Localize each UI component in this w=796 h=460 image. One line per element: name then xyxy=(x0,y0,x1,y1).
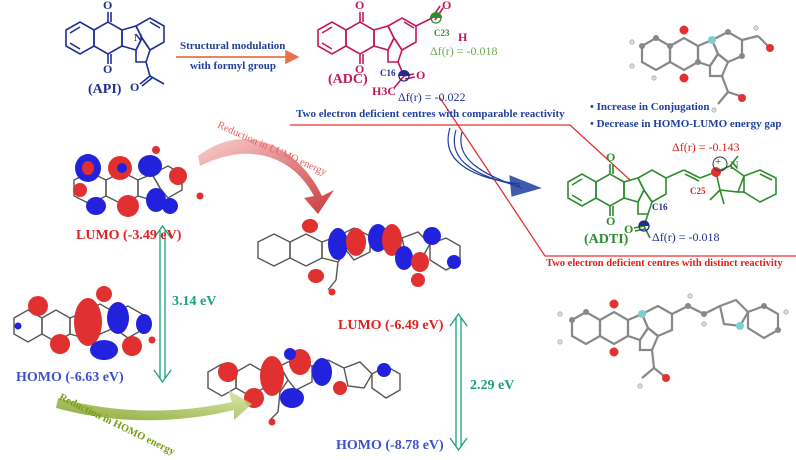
bullet-gap-text: Decrease in HOMO-LUMO energy gap xyxy=(596,118,782,130)
gap-arrow-api xyxy=(153,224,172,384)
ball-stick-adti-atoms xyxy=(557,293,789,389)
adti-c16-label: C16 xyxy=(652,202,668,212)
api-o-top: O xyxy=(103,0,113,12)
adti-c16-df: Δf(r) = -0.018 xyxy=(652,230,720,244)
adc-label: (ADC) xyxy=(328,72,368,87)
bullet-conjugation-text: Increase in Conjugation xyxy=(596,101,710,113)
api-n-label: N xyxy=(134,32,142,44)
api-label: (API) xyxy=(88,82,122,97)
adti-o-bottom: O xyxy=(606,214,616,228)
ball-stick-adti xyxy=(570,298,780,379)
orbital-lumo-adti xyxy=(257,219,461,296)
ball-stick-adc xyxy=(640,30,769,105)
lumo-reduction-arrow xyxy=(198,139,334,214)
homo-api-label: HOMO (-6.63 eV) xyxy=(16,370,124,385)
comparable-reactivity-line xyxy=(290,124,631,181)
adti-molecule xyxy=(567,155,777,239)
orbital-homo-adti xyxy=(207,348,401,426)
adc-active-sites xyxy=(398,12,442,82)
adc-o-ald: O xyxy=(442,0,452,12)
adc-o-ket: O xyxy=(416,68,426,82)
gap-api-label: 3.14 eV xyxy=(172,294,217,309)
distinct-reactivity-line xyxy=(439,97,796,257)
adti-o-top: O xyxy=(606,150,616,164)
orbital-lumo-api xyxy=(73,146,204,217)
api-o-bottom: O xyxy=(103,62,113,76)
adti-n-label: N xyxy=(730,158,739,172)
ball-stick-adc-atoms xyxy=(629,25,774,113)
homo-adti-label: HOMO (-8.78 eV) xyxy=(336,438,444,453)
lumo-adti-label: LUMO (-6.49 eV) xyxy=(338,318,444,333)
adc-c23-label: C23 xyxy=(434,28,450,38)
adc-c23-df: Δf(r) = -0.018 xyxy=(430,44,498,58)
adc-c16-label: C16 xyxy=(380,68,396,78)
adti-label: (ADTI) xyxy=(584,232,629,247)
modulation-text-1: Structural modulation xyxy=(180,40,286,52)
bullet-gap: • Decrease in HOMO-LUMO energy gap xyxy=(590,118,782,130)
api-o-acetyl: O xyxy=(130,80,140,94)
homo-reduction-arrow xyxy=(56,390,252,421)
adc-o-top: O xyxy=(355,0,365,12)
modulation-text-2: with formyl group xyxy=(190,60,276,72)
bullet-conjugation: • Increase in Conjugation xyxy=(590,101,710,113)
adti-plus: + xyxy=(715,156,722,168)
api-molecule xyxy=(65,12,165,87)
orbital-homo-api xyxy=(13,286,156,360)
comparable-reactivity-text: Two electron deficient centres with comp… xyxy=(296,108,565,120)
adc-h-label: H xyxy=(458,30,468,44)
lumo-api-label: LUMO (-3.49 eV) xyxy=(76,228,182,243)
gap-arrow-adti xyxy=(449,312,468,452)
adc-c16-df: Δf(r) = -0.022 xyxy=(398,90,466,104)
adc-o-bottom: O xyxy=(355,62,365,76)
adti-c25-df: Δf(r) = -0.143 xyxy=(672,140,740,154)
adti-c25-label: C25 xyxy=(690,186,706,196)
adti-active-sites xyxy=(638,156,728,232)
conjugation-arrow xyxy=(447,127,542,197)
distinct-reactivity-text: Two electron deficient centres with dist… xyxy=(546,258,783,269)
adc-h3c-label: H3C xyxy=(372,84,396,98)
adti-o-ket: O xyxy=(624,222,634,236)
gap-adti-label: 2.29 eV xyxy=(470,378,515,393)
